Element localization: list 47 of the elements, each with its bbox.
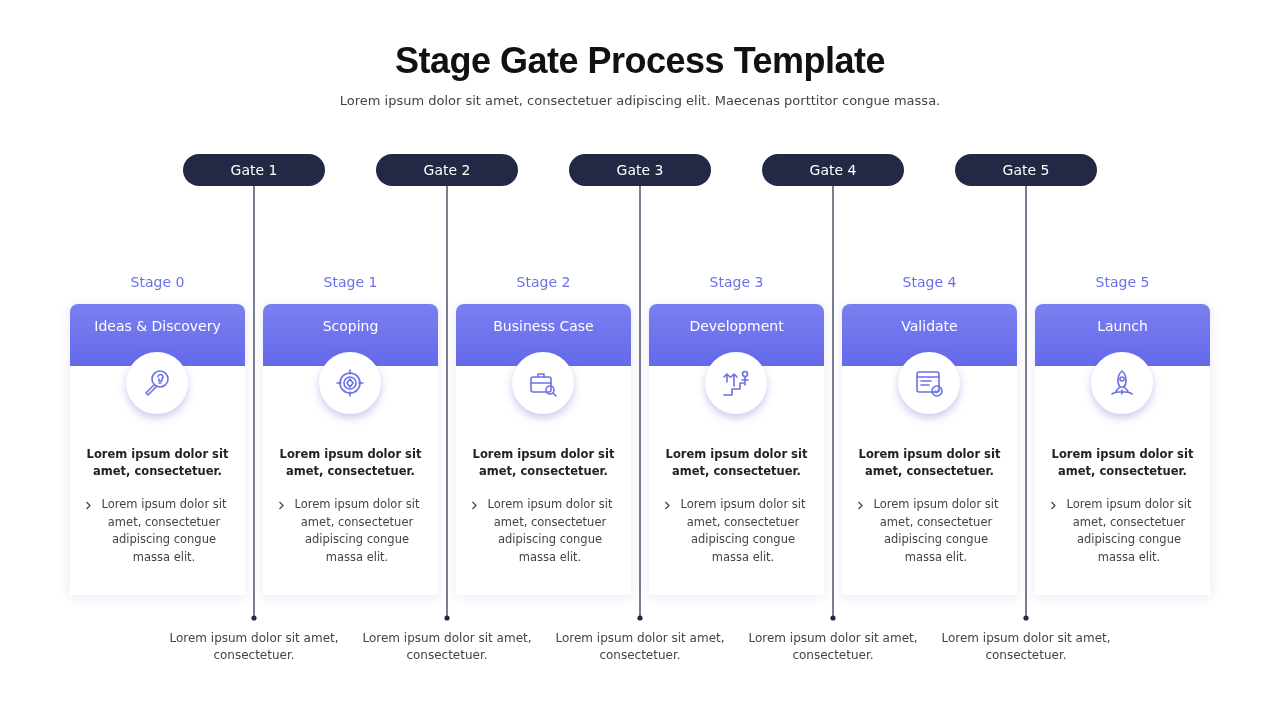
- stage-summary: Lorem ipsum dolor sit amet, consectetuer.: [278, 446, 423, 480]
- stage-description: Lorem ipsum dolor sit amet, consectetuer adipiscing congue massa elit.: [293, 496, 421, 566]
- stage-summary: Lorem ipsum dolor sit amet, consectetuer.: [857, 446, 1002, 480]
- stage-description: Lorem ipsum dolor sit amet, consectetuer adipiscing congue massa elit.: [486, 496, 614, 566]
- gate-pill: Gate 4: [762, 154, 904, 186]
- stage-card: [70, 304, 245, 595]
- connector-line: [830, 185, 836, 621]
- stage-card: [842, 304, 1017, 595]
- stage-summary: Lorem ipsum dolor sit amet, consectetuer.: [471, 446, 616, 480]
- stage-label: Stage 2: [515, 274, 572, 290]
- gate-pill: Gate 3: [569, 154, 711, 186]
- stage-summary: Lorem ipsum dolor sit amet, consectetuer.: [664, 446, 809, 480]
- stage-description: Lorem ipsum dolor sit amet, consectetuer adipiscing congue massa elit.: [872, 496, 1000, 566]
- stage-summary: Lorem ipsum dolor sit amet, consectetuer.: [1050, 446, 1195, 480]
- slide-title: Stage Gate Process Template: [393, 40, 886, 82]
- connector-line: [251, 185, 257, 621]
- gate-pill: Gate 1: [183, 154, 325, 186]
- stage-label: Stage 1: [322, 274, 379, 290]
- gate-note-text: Lorem ipsum dolor sit amet, consectetuer.: [169, 630, 339, 664]
- stage-heading: Scoping: [321, 318, 380, 334]
- connector-line: [637, 185, 643, 621]
- connector-line: [444, 185, 450, 621]
- stage-heading: Development: [688, 318, 785, 334]
- stage-heading: Validate: [900, 318, 959, 334]
- stage-label: Stage 3: [708, 274, 765, 290]
- stage-heading: Ideas & Discovery: [93, 318, 222, 334]
- stage-heading: Business Case: [492, 318, 595, 334]
- stage-label: Stage 0: [129, 274, 186, 290]
- gate-note-text: Lorem ipsum dolor sit amet, consectetuer.: [941, 630, 1111, 664]
- stage-description: Lorem ipsum dolor sit amet, consectetuer adipiscing congue massa elit.: [1065, 496, 1193, 566]
- connector-line: [1023, 185, 1029, 621]
- stage-label: Stage 5: [1094, 274, 1151, 290]
- gate-note-text: Lorem ipsum dolor sit amet, consectetuer.: [362, 630, 532, 664]
- stage-card: [1035, 304, 1210, 595]
- stage-heading: Launch: [1096, 318, 1149, 334]
- gate-pill: Gate 5: [955, 154, 1097, 186]
- stage-card: [263, 304, 438, 595]
- gate-note-text: Lorem ipsum dolor sit amet, consectetuer.: [555, 630, 725, 664]
- stage-description: Lorem ipsum dolor sit amet, consectetuer adipiscing congue massa elit.: [679, 496, 807, 566]
- gate-note-text: Lorem ipsum dolor sit amet, consectetuer.: [748, 630, 918, 664]
- subtitle-text: Lorem ipsum dolor sit amet, consectetuer adipiscing elit. Maecenas porttitor congue massa.: [338, 93, 942, 108]
- stage-card: [649, 304, 824, 595]
- stage-summary: Lorem ipsum dolor sit amet, consectetuer.: [85, 446, 230, 480]
- stage-card: [456, 304, 631, 595]
- stage-label: Stage 4: [901, 274, 958, 290]
- gate-pill: Gate 2: [376, 154, 518, 186]
- stage-description: Lorem ipsum dolor sit amet, consectetuer adipiscing congue massa elit.: [100, 496, 228, 566]
